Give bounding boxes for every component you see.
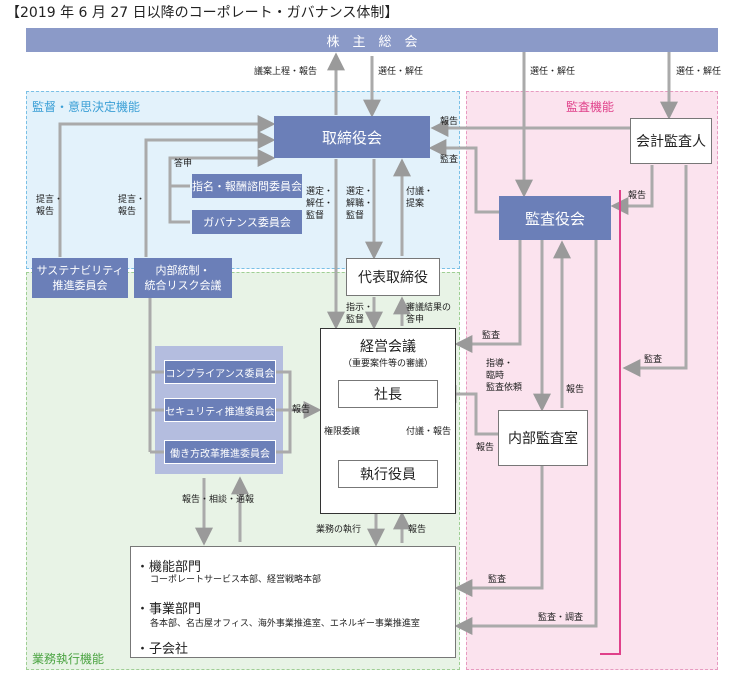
label-business-execution: 業務の執行: [316, 525, 362, 535]
page-title: 【2019 年 6 月 27 日以降のコーポレート・ガバナンス体制】: [6, 5, 399, 21]
label-deliberation-report: 付議・報告: [406, 427, 452, 437]
executive-officers: 執行役員: [338, 460, 438, 488]
label-appoint-1: 選任・解任: [378, 67, 424, 77]
label-committee-report: 答申: [174, 159, 193, 169]
audit-region: [466, 91, 718, 670]
internal-control-meeting: 内部統制・ 統合リスク会議: [134, 258, 232, 298]
accounting-auditor: 会計監査人: [630, 118, 712, 164]
nomination-committee: 指名・報酬諮問委員会: [192, 174, 302, 198]
label-audit-board: 監査: [440, 155, 459, 165]
subsidiaries: ・子会社: [136, 642, 189, 657]
label-appoint-3: 選任・解任: [676, 67, 722, 77]
internal-audit-office: 内部監査室: [498, 410, 588, 466]
representative-director: 代表取締役: [346, 258, 440, 296]
sustainability-committee: サステナビリティ 推進委員会: [32, 258, 128, 298]
label-deliberation-result: 審議結果の 答申: [406, 303, 452, 325]
label-guidance: 指導・ 臨時 監査依頼: [486, 359, 523, 393]
label-audit-execution: 監査: [644, 355, 663, 365]
label-report-dept: 報告: [408, 525, 427, 535]
departments-box: [130, 546, 456, 658]
label-audit-investigation: 監査・調査: [538, 613, 584, 623]
label-authority: 権限委譲: [324, 427, 361, 437]
label-report-internal-2: 報告: [476, 443, 495, 453]
label-select-dismiss-2: 選定・ 解職・ 監督: [346, 187, 374, 221]
governance-committee: ガバナンス委員会: [192, 210, 302, 234]
label-audit-dept: 監査: [488, 575, 507, 585]
label-report-acc: 報告: [628, 191, 647, 201]
functional-division-detail: コーポレートサービス本部、経営戦略本部: [150, 575, 322, 585]
label-report-contact: 報告・相談・通報: [182, 495, 255, 505]
label-instruction: 指示・ 監督: [346, 303, 374, 325]
audit-region-label: 監査機能: [566, 100, 615, 114]
label-agenda-report: 議案上程・報告: [254, 67, 318, 77]
label-report-committees: 報告: [292, 405, 311, 415]
label-audit-mgmt: 監査: [482, 331, 501, 341]
business-division: ・事業部門: [136, 602, 202, 617]
label-appoint-2: 選任・解任: [530, 67, 576, 77]
label-deliberation-proposal: 付議・ 提案: [406, 187, 434, 209]
supervision-region-label: 監督・意思決定機能: [32, 100, 141, 114]
audit-and-supervisory-board: 監査役会: [499, 196, 611, 240]
label-proposal-report-2: 提言・ 報告: [118, 195, 146, 217]
management-meeting-title: 経営会議: [360, 339, 416, 355]
label-report-internal: 報告: [566, 385, 585, 395]
shareholders-meeting: 株 主 総 会: [26, 28, 718, 52]
management-meeting-note: （重要案件等の審議）: [342, 359, 433, 369]
president: 社長: [338, 380, 438, 408]
label-proposal-report-1: 提言・ 報告: [36, 195, 64, 217]
label-select-dismiss: 選定・ 解任・ 監督: [306, 187, 334, 221]
security-committee: セキュリティ推進委員会: [164, 398, 276, 422]
label-report-board: 報告: [440, 117, 459, 127]
compliance-committee: コンプライアンス委員会: [164, 360, 276, 384]
board-of-directors: 取締役会: [274, 116, 430, 158]
workstyle-committee: 働き方改革推進委員会: [164, 440, 276, 464]
execution-region-label: 業務執行機能: [32, 652, 105, 666]
functional-division: ・機能部門: [136, 560, 202, 575]
business-division-detail: 各本部、名古屋オフィス、海外事業推進室、エネルギー事業推進室: [150, 619, 420, 629]
